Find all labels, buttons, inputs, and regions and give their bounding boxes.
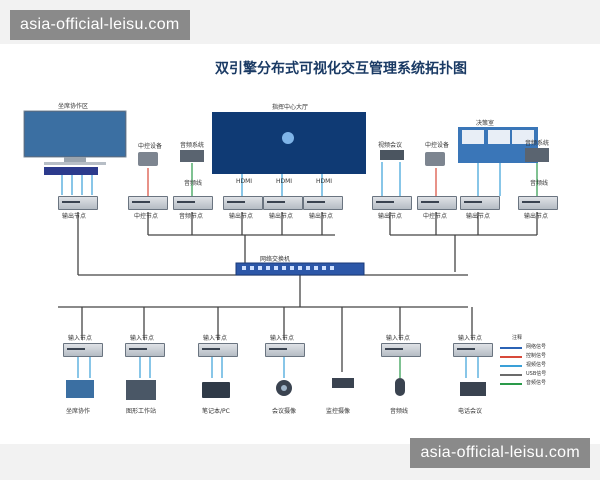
legend-item: USB信号 [526,371,547,377]
cctv-icon [332,378,354,388]
audio-system-label: 音频系统 [180,142,205,149]
zone-decision-label: 决策室 [476,120,495,127]
top-node[interactable] [128,196,168,210]
top-node-label: 输出节点 [378,213,403,220]
legend-title: 注释 [512,335,523,341]
top-node-label: 输出节点 [309,213,334,220]
output-node-seat[interactable] [58,196,98,210]
top-node[interactable] [518,196,558,210]
input-node[interactable] [198,343,238,357]
top-node-label: 中控节点 [134,213,159,220]
ctrl-device-label: 中控设备 [138,143,163,150]
legend-swatch-control [500,356,522,358]
legend: 注释 网络信号 控制信号 视频信号 USB信号 音频信号 [500,334,564,388]
hdmi-label: HDMI [236,178,253,185]
legend-item: 视频信号 [526,362,547,368]
top-node[interactable] [263,196,303,210]
monitor-base [44,162,106,165]
top-node[interactable] [417,196,457,210]
bottom-device-label: 监控摄像 [326,408,351,415]
top-node-label: 输出节点 [269,213,294,220]
speaker-icon [180,150,204,162]
legend-swatch-video [500,365,522,367]
watermark-top: asia-official-leisu.com [10,10,190,40]
legend-swatch-usb [500,374,522,376]
zone-center-label: 指挥中心大厅 [272,104,309,111]
input-node[interactable] [63,343,103,357]
input-node[interactable] [265,343,305,357]
legend-item: 音频信号 [526,380,547,386]
legend-swatch-network [500,347,522,349]
watermark-bottom: asia-official-leisu.com [410,438,590,468]
hdmi-label: HDMI [316,178,333,185]
input-node[interactable] [453,343,493,357]
top-node[interactable] [303,196,343,210]
input-node-label: 输入节点 [68,335,93,342]
top-node-label: 输出节点 [229,213,254,220]
bottom-device-label: 音频线 [390,408,409,415]
seat-pc-icon [66,380,94,398]
monitor-stand [64,157,86,163]
diagram-title: 双引擎分布式可视化交互管理系统拓扑图 [215,61,467,77]
top-node[interactable] [460,196,500,210]
kvm-keyboard-icon [44,167,98,175]
top-node-label: 输出节点 [466,213,491,220]
input-node[interactable] [125,343,165,357]
top-node-label: 中控节点 [423,213,448,220]
microphone-icon [395,378,405,396]
top-node-label: 输出节点 [524,213,549,220]
switch-label: 网络交换机 [260,256,291,263]
audio-line-label: 音频线 [184,180,203,187]
ctrl-device-label-2: 中控设备 [425,142,450,149]
seat-output-node-label: 输出节点 [62,213,87,220]
globe-icon [282,132,294,144]
input-node[interactable] [381,343,421,357]
top-node-label: 音频节点 [179,213,204,220]
video-conf-label: 视频会议 [378,142,403,149]
top-node[interactable] [173,196,213,210]
laptop-icon [202,382,230,398]
top-node[interactable] [372,196,412,210]
top-node[interactable] [223,196,263,210]
legend-swatch-audio [500,383,522,385]
input-node-label: 输入节点 [270,335,295,342]
workstation-icon [126,380,156,400]
audio-system-label-2: 音频系统 [525,140,550,147]
speaker-icon-2 [525,148,549,162]
bottom-device-label: 图形工作站 [126,408,157,415]
audio-line-label-2: 音频线 [530,180,549,187]
tablet-icon [138,152,158,166]
bottom-device-label: 坐席协作 [66,408,91,415]
input-node-label: 输入节点 [458,335,483,342]
phone-conference-icon [460,382,486,396]
legend-item: 控制信号 [526,353,547,359]
zone-seat-label: 坐席协作区 [58,103,89,110]
legend-item: 网络信号 [526,344,547,350]
input-node-label: 输入节点 [130,335,155,342]
seat-monitor-screen [25,112,125,156]
input-node-label: 输入节点 [386,335,411,342]
input-node-label: 输入节点 [203,335,228,342]
bottom-device-label: 会议摄像 [272,408,297,415]
conference-cam-icon [380,150,404,160]
bottom-device-label: 笔记本/PC [202,408,230,415]
tablet-icon-2 [425,152,445,166]
bottom-device-label: 电话会议 [458,408,483,415]
hdmi-label: HDMI [276,178,293,185]
